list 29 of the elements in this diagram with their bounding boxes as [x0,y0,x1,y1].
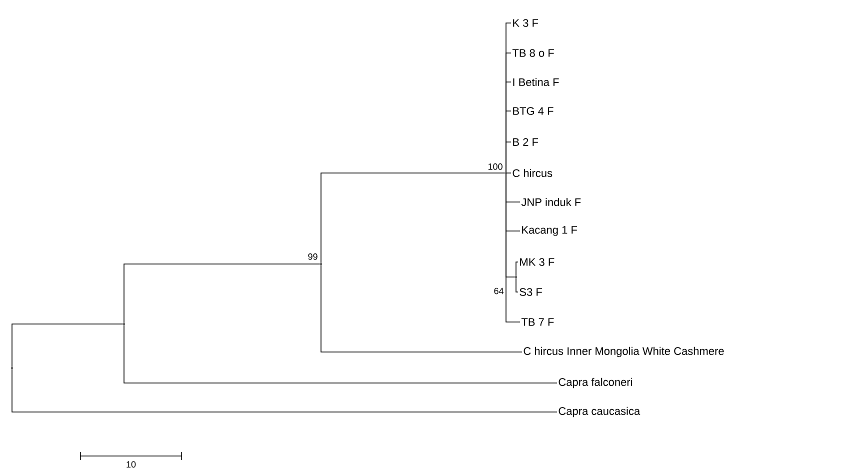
tree-branch [12,324,124,368]
taxon-label: C hircus Inner Mongolia White Cashmere [524,346,724,358]
tree-branch [320,264,522,352]
tree-branch [506,174,520,322]
taxon-label: C hircus [512,168,552,178]
bootstrap-value: 100 [488,163,502,170]
taxon-label: K 3 F [513,19,538,27]
tree-branch [516,262,518,276]
tree-branch [124,264,320,324]
taxon-label: B 2 F [513,138,538,146]
bootstrap-value: 99 [308,253,318,260]
scale-label: 10 [126,461,136,468]
tree-branch [516,278,518,292]
taxon-label: I Betina F [513,78,559,86]
tree-branch [320,172,506,264]
taxon-label: TB 8 o F [512,49,554,57]
tree-branch [506,142,512,172]
taxon-label: BTG 4 F [513,107,554,115]
taxon-label: Capra falconeri [558,378,632,388]
taxon-label: Capra caucasica [558,406,640,418]
taxon-label: TB 7 F [521,318,554,326]
taxon-label: MK 3 F [520,258,554,266]
taxon-label: JNP induk F [521,198,581,206]
tree-branch [124,324,558,384]
bootstrap-value: 64 [494,288,504,294]
taxon-label: S3 F [520,288,542,296]
tree-branch [506,172,512,174]
taxon-label: Kacang 1 F [522,226,577,236]
tree-branch [12,368,558,412]
